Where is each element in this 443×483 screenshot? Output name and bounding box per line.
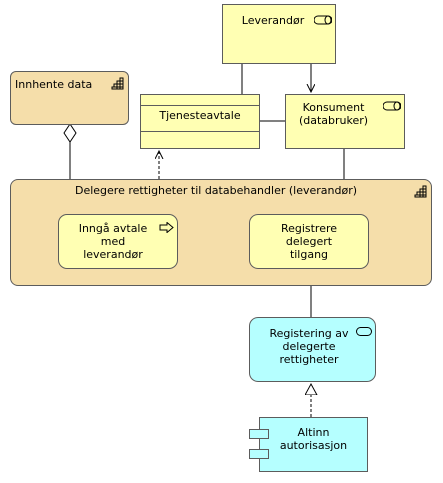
service-icon xyxy=(356,327,372,336)
node-altinn[interactable]: Altinn autorisasjon xyxy=(259,417,368,472)
contract-divider-bottom xyxy=(141,131,259,132)
aggregation-diamond xyxy=(63,123,77,143)
node-delegere-label: Delegere rettigheter til databehandler (… xyxy=(74,184,358,197)
event-icon xyxy=(159,222,174,233)
node-konsument-label: Konsument (databruker) xyxy=(298,101,369,127)
node-tjenesteavtale-label: Tjenesteavtale xyxy=(159,109,241,122)
node-altinn-label: Altinn autorisasjon xyxy=(279,426,348,452)
node-registering-av-label: Registering av delegerte rettigheter xyxy=(269,327,349,366)
node-innhente-data-label: Innhente data xyxy=(15,78,93,91)
component-icon-tab-bottom xyxy=(249,449,269,459)
node-inngaa-avtale-label: Inngå avtale med leverandør xyxy=(78,222,148,261)
node-registering-av[interactable]: Registering av delegerte rettigheter xyxy=(249,317,376,382)
contract-divider-top xyxy=(141,105,259,106)
component-icon-tab-top xyxy=(249,429,269,439)
node-konsument[interactable]: Konsument (databruker) xyxy=(285,94,405,149)
role-icon xyxy=(314,15,332,25)
node-leverandor[interactable]: Leverandør xyxy=(222,4,336,64)
node-tjenesteavtale[interactable]: Tjenesteavtale xyxy=(140,94,260,149)
node-inngaa-avtale[interactable]: Inngå avtale med leverandør xyxy=(58,214,178,269)
function-icon xyxy=(414,185,427,198)
node-leverandor-label: Leverandør xyxy=(241,14,305,27)
node-registrere-delegert-label: Registrere delegert tilgang xyxy=(280,222,338,261)
node-innhente-data[interactable]: Innhente data xyxy=(10,71,129,125)
role-icon xyxy=(383,101,401,111)
function-icon xyxy=(111,77,124,90)
node-registrere-delegert[interactable]: Registrere delegert tilgang xyxy=(249,214,369,269)
